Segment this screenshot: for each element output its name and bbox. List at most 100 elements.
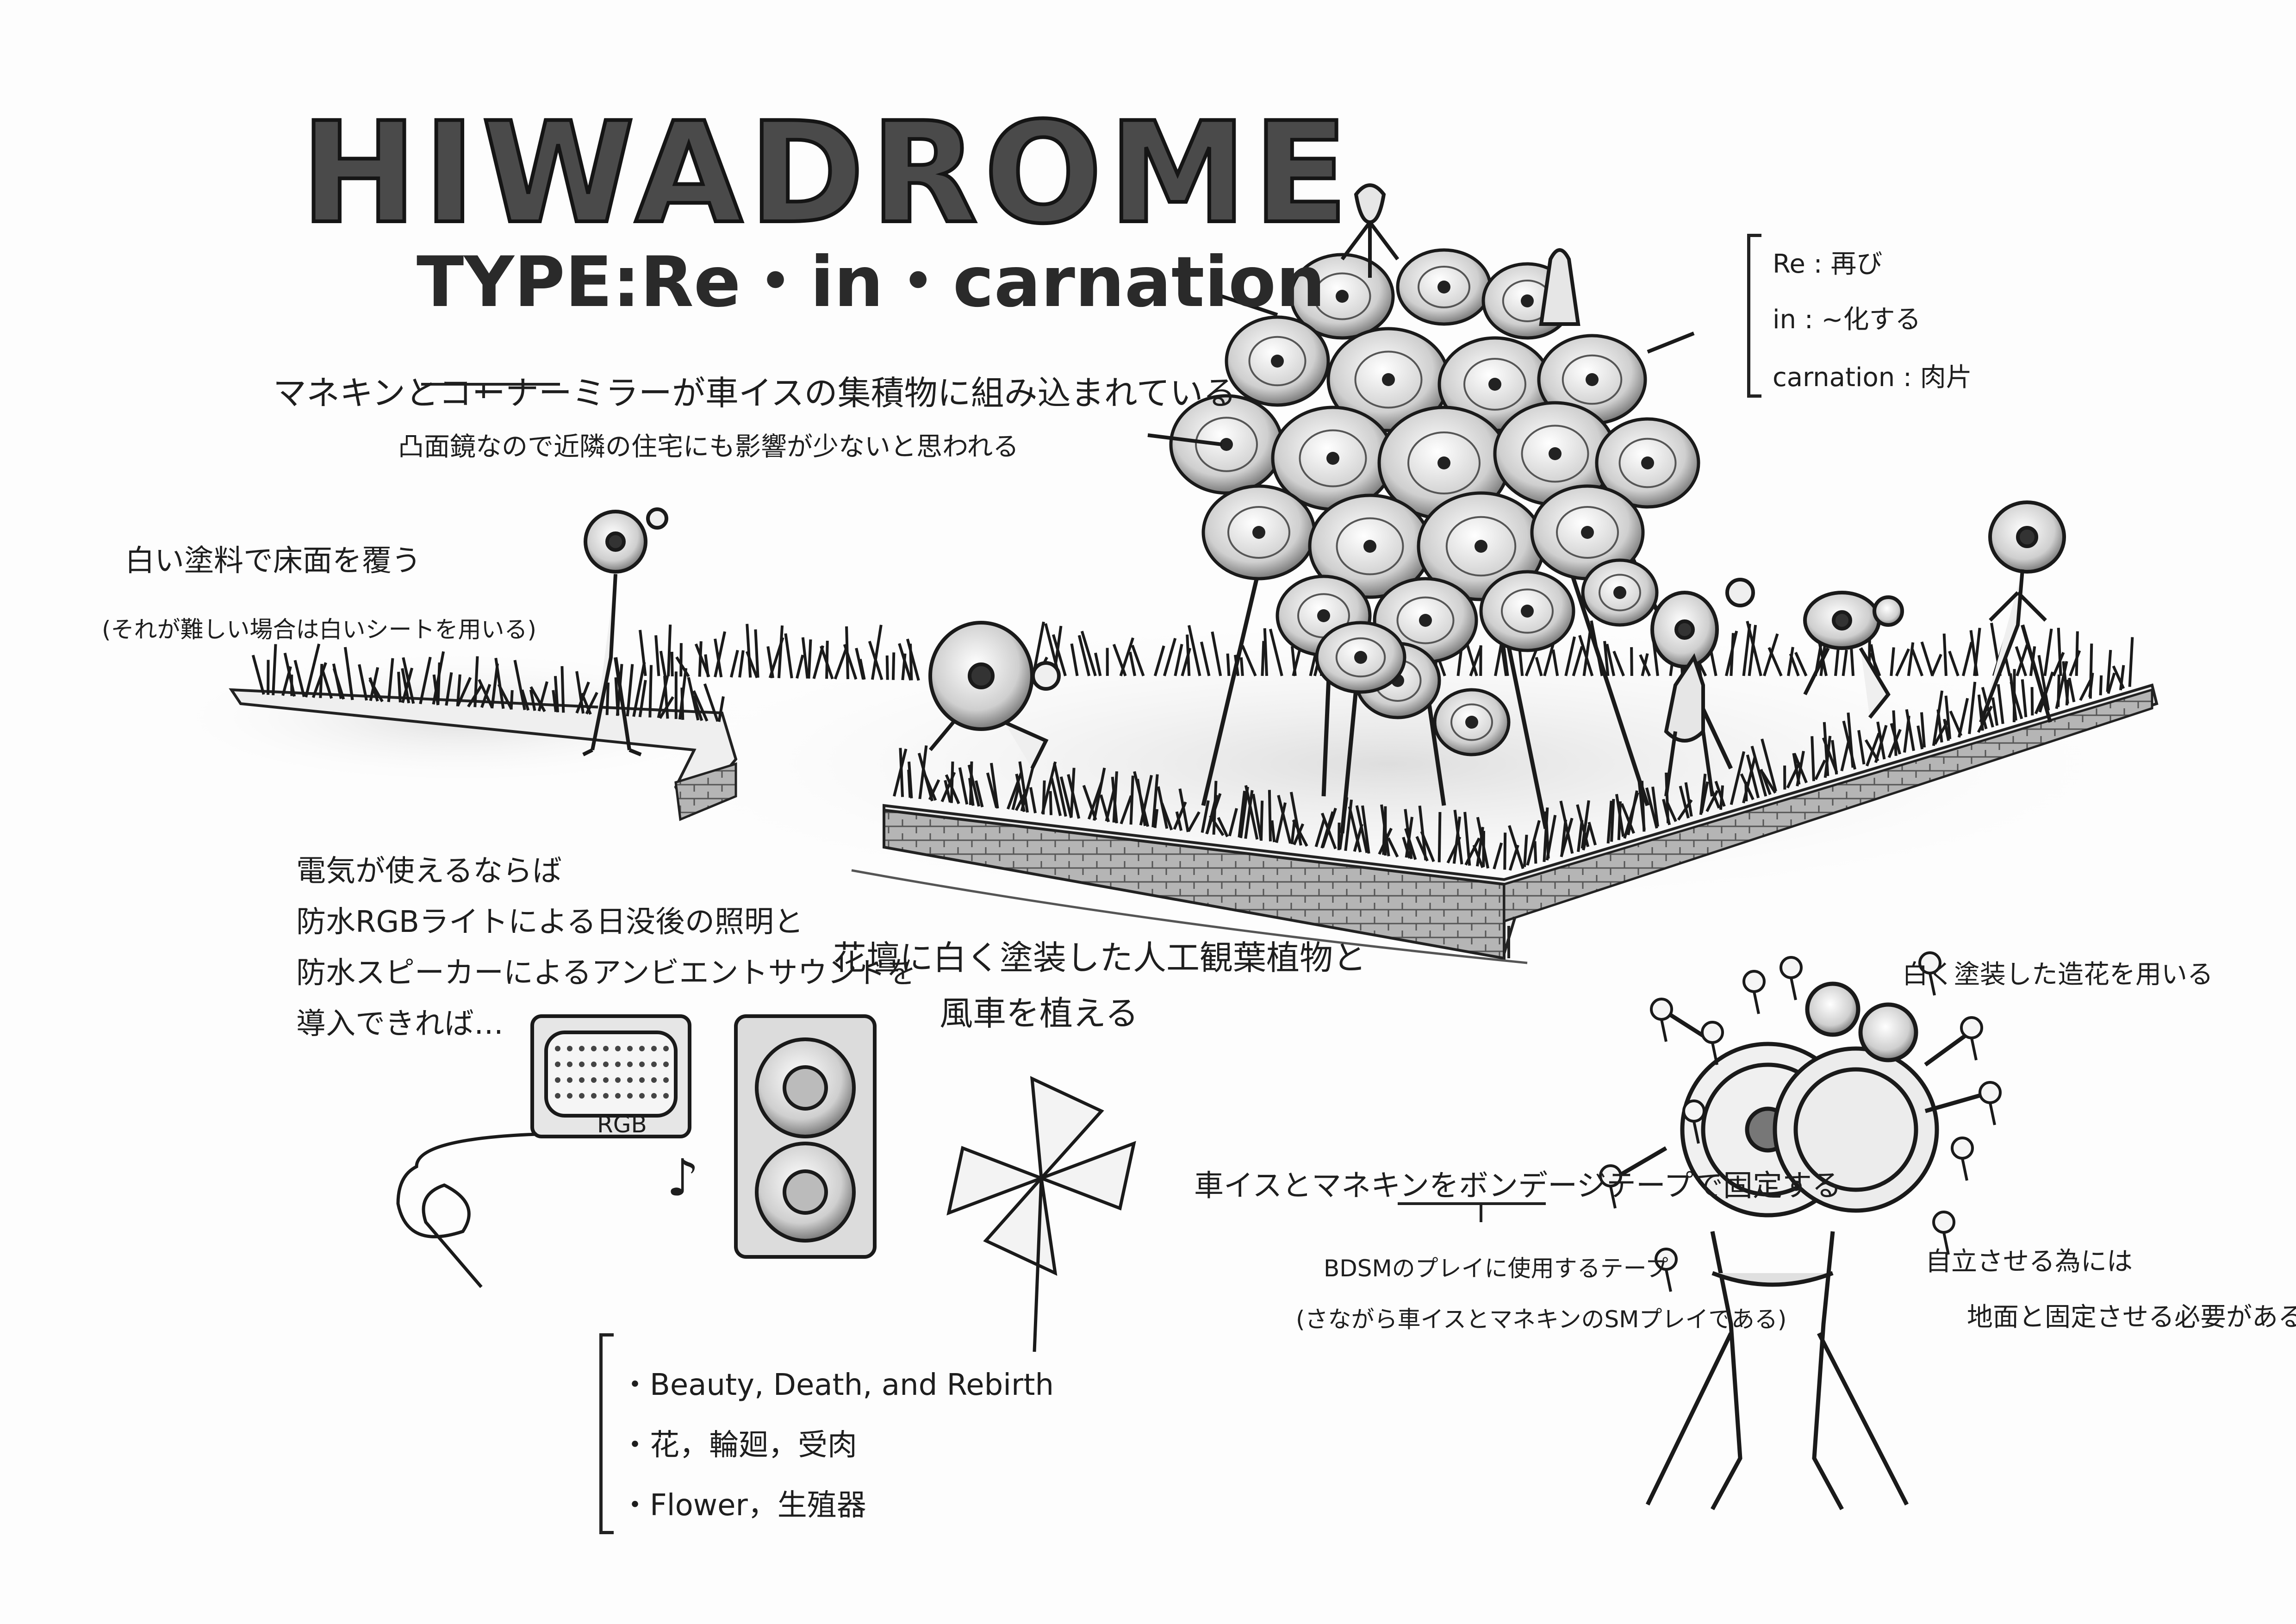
bound-figure-icon [1609, 981, 1991, 1511]
grass-blade [397, 671, 402, 703]
grass-blade [1916, 725, 1924, 750]
led-dot [639, 1046, 645, 1051]
grass-blade [2009, 673, 2017, 721]
grass-blade [521, 689, 530, 711]
grass-blade [1129, 775, 1134, 825]
main-flowerbed [851, 683, 2159, 964]
mirror-disc-rim [1299, 429, 1367, 487]
grass-blade [1402, 837, 1411, 859]
led-dot [663, 1046, 669, 1051]
grass-blade [1943, 718, 1950, 741]
grass-blade [1053, 762, 1067, 817]
grass-blade [1814, 759, 1826, 780]
mirror-disc-hub [1252, 526, 1265, 539]
mirror-disc-rim [1354, 350, 1423, 409]
grass-blade [1847, 712, 1854, 768]
grass-blade [2057, 674, 2060, 707]
grass-blade [251, 655, 265, 695]
grass-blade [1175, 811, 1183, 831]
grass-blade [552, 690, 558, 712]
grass-blade [891, 652, 896, 680]
mirror-disc-rim [1227, 506, 1290, 559]
grass-blade [1587, 822, 1597, 846]
led-dot [567, 1062, 572, 1067]
mirror-disc-rim [1396, 596, 1455, 644]
mannequin-figure-icon [582, 507, 668, 756]
music-note-icon: ♪ [666, 1148, 699, 1207]
themes-bracket [599, 1333, 614, 1534]
mirror-disc-hub [1581, 526, 1594, 539]
grass-blade [1244, 785, 1259, 840]
grass-blade [868, 641, 884, 681]
mirror-disc-hub [1363, 540, 1376, 553]
grass-blade [1355, 805, 1369, 853]
grass-blade [1238, 790, 1246, 838]
grass-blade [1857, 730, 1866, 765]
flower-stem [1989, 1102, 1996, 1125]
white-flower-icon [1979, 1081, 2002, 1104]
glossary-item: carnation : 肉片 [1773, 362, 1972, 393]
grass-blade [1067, 774, 1081, 819]
grass-blade [1787, 647, 1794, 676]
mirror-disc-rim [1599, 574, 1641, 612]
grass-blade [1093, 768, 1106, 821]
grass-blade [1991, 697, 1999, 726]
led-dot [663, 1093, 669, 1099]
grass-blade [2015, 646, 2028, 676]
grass-blade [1684, 782, 1693, 817]
grass-blade [698, 641, 703, 677]
grass-blade [1212, 781, 1218, 835]
grass-blade [738, 650, 745, 678]
grass-blade [989, 762, 999, 809]
grass-blade [626, 664, 634, 717]
grass-blade [801, 637, 809, 679]
grass-blade [1244, 790, 1254, 839]
flower-stem [1929, 973, 1936, 996]
mirror-disc-rim [1336, 517, 1404, 575]
speaker-icon [734, 1014, 877, 1259]
note-white-sheet: (それが難しい場合は白いシートを用いる) [102, 616, 537, 643]
grass-blade [401, 668, 414, 703]
grass-blade [958, 767, 969, 805]
grass-blade [1217, 817, 1229, 837]
mirror-disc-hub [1271, 355, 1284, 368]
grass-blade [1572, 646, 1584, 676]
grass-blade [2119, 665, 2125, 691]
grass-blade [1263, 628, 1268, 676]
led-dot [651, 1077, 657, 1083]
grass-blade [663, 675, 669, 719]
white-flower-icon [1960, 1016, 1983, 1039]
led-dot [651, 1093, 657, 1099]
grass-blade [1750, 745, 1767, 797]
note-sm-play: (さながら車イスとマネキンのSMプレイである) [1296, 1306, 1787, 1333]
note-self-standing-2: 地面と固定させる必要がある [1967, 1302, 2296, 1332]
grass-blade [893, 748, 908, 797]
grass-blade [1793, 753, 1808, 784]
grass-blade [639, 630, 647, 676]
mirror-disc-rim [1418, 266, 1470, 308]
flower-stem [1790, 977, 1797, 1000]
grass-blade [311, 662, 327, 698]
grass-blade [1200, 641, 1211, 676]
grass-blade [369, 667, 380, 701]
grass-blade [1603, 641, 1610, 676]
grass-blade [899, 748, 904, 797]
grass-blade [694, 643, 710, 678]
glossary-meaning: ~化する [1821, 305, 1921, 335]
led-dot [579, 1093, 585, 1099]
grass-blade [968, 778, 975, 806]
flower-stem [1692, 1121, 1700, 1144]
grass-blade [1822, 737, 1838, 774]
grass-blade [473, 656, 479, 707]
glossary-meaning: 再び [1830, 249, 1883, 279]
note-self-standing-1: 自立させる為には [1925, 1247, 2133, 1277]
white-flower-icon [1780, 956, 1803, 979]
led-dot [639, 1093, 645, 1099]
grass-blade [1714, 781, 1726, 807]
grass-blade [1523, 834, 1528, 867]
grass-blade [1742, 756, 1756, 804]
led-dot [603, 1093, 609, 1099]
grass-blade [917, 753, 934, 801]
mirror-disc-rim [1501, 588, 1554, 634]
grass-blade [1533, 841, 1537, 864]
